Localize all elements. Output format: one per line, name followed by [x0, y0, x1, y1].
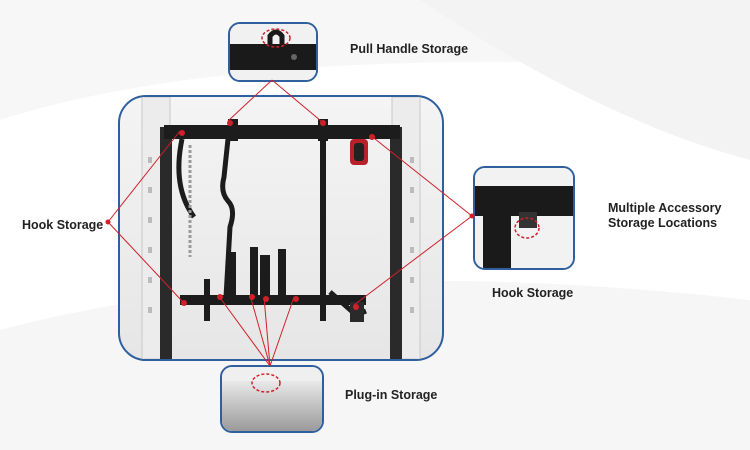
multiple-accessory-line2: Storage Locations	[608, 216, 718, 230]
plug-in-storage-label: Plug-in Storage	[345, 388, 438, 402]
accessory-storage-closeup-image	[475, 168, 573, 268]
hook-storage-right-label: Hook Storage	[492, 286, 574, 300]
pull-handle-closeup-image	[230, 24, 316, 80]
plug-in-storage-closeup-image	[222, 367, 322, 431]
pull-handle-closeup	[228, 22, 318, 82]
multiple-accessory-line1: Multiple Accessory	[608, 201, 722, 215]
rack-photo-frame	[118, 95, 444, 361]
multiple-accessory-label: Multiple Accessory Storage Locations	[608, 201, 721, 231]
plug-in-storage-closeup	[220, 365, 324, 433]
hook-storage-left-label: Hook Storage	[22, 218, 104, 232]
accessory-storage-closeup	[473, 166, 575, 270]
power-rack-illustration	[141, 97, 421, 359]
pull-handle-storage-label: Pull Handle Storage	[350, 42, 469, 56]
